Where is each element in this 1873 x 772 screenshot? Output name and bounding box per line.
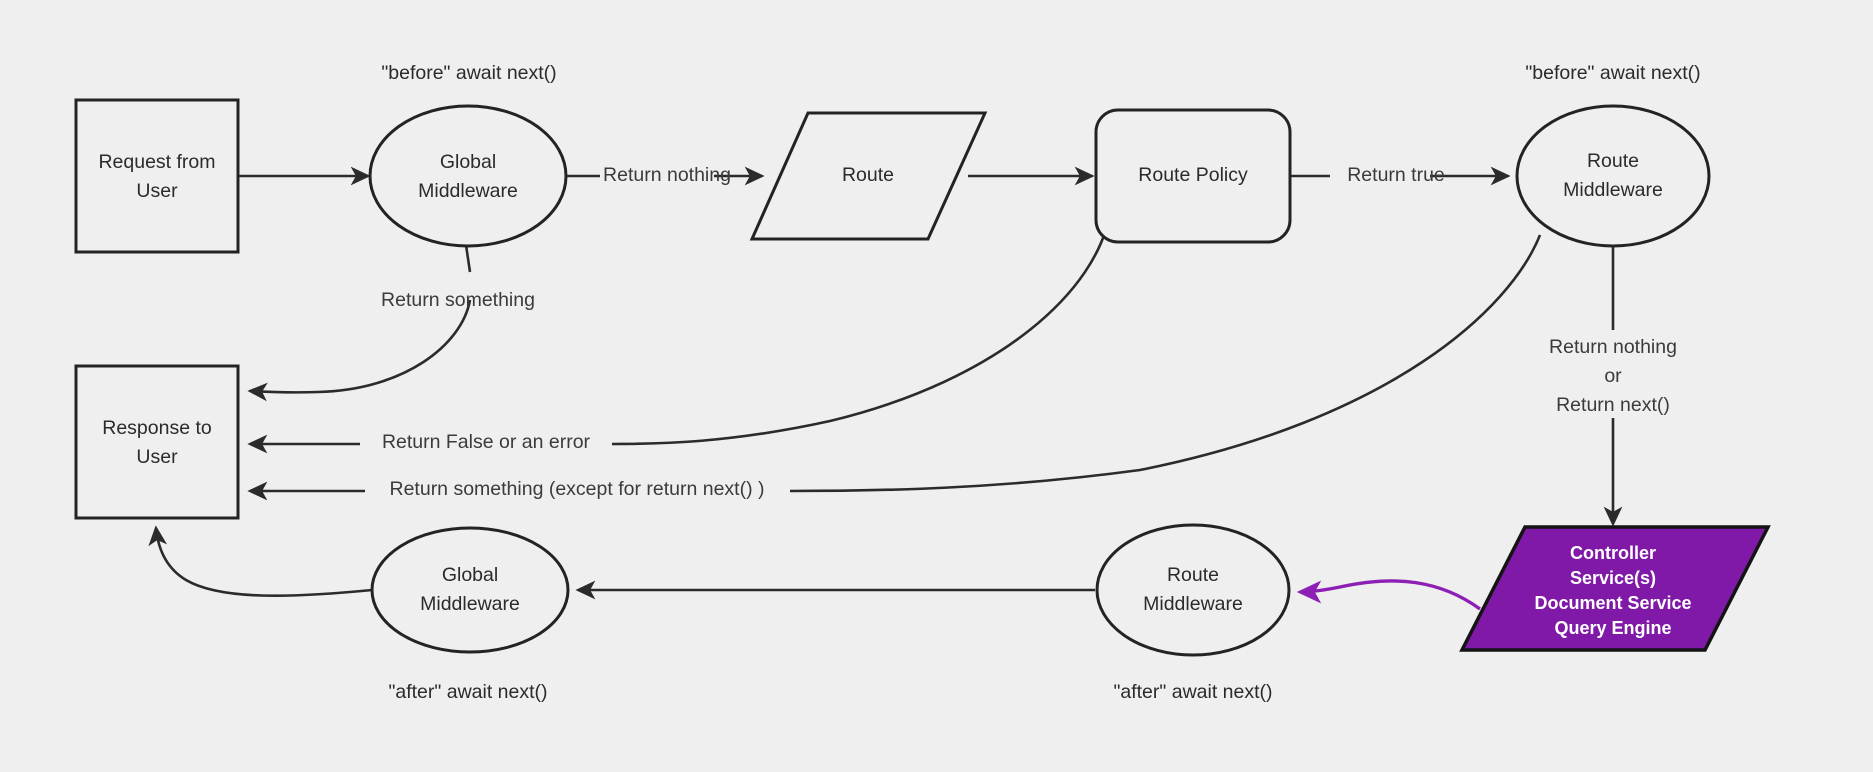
global-middleware-top-ellipse [368,104,568,248]
node-global-middleware-top[interactable]: Global Middleware [368,104,568,248]
edge-global-middleware-stub-down [464,244,472,273]
edge-route-middleware-to-return-something-except [789,234,1542,493]
edge-global-middleware-bottom-to-response [148,525,373,598]
route-policy-label: Route Policy [1138,164,1248,186]
route-middleware-top-label-line1: Route [1587,150,1639,172]
controller-services-line2: Service(s) [1570,568,1656,588]
node-response-to-user[interactable]: Response to User [74,364,240,520]
controller-services-line3: Document Service [1534,593,1691,613]
node-route-middleware-bottom[interactable]: Route Middleware [1095,523,1291,657]
node-global-middleware-bottom[interactable]: Global Middleware [370,526,570,654]
controller-services-parallelogram [1459,525,1771,652]
node-request-from-user[interactable]: Request from User [74,98,240,254]
global-middleware-top-label-line2: Middleware [418,180,518,202]
edge-label-return-nothing-or-next-line1: Return nothing [1549,336,1677,358]
node-route-policy[interactable]: Route Policy [1094,108,1292,244]
request-from-user-label-line1: Request from [98,151,215,173]
response-to-user-rect [74,364,240,520]
global-middleware-top-label-line1: Global [440,151,496,173]
route-middleware-bottom-ellipse [1095,523,1291,657]
route-parallelogram [749,111,988,241]
edge-label-return-true: Return true [1347,164,1445,186]
node-route[interactable]: Route [749,111,988,241]
controller-services-line4: Query Engine [1554,618,1671,638]
request-from-user-rect [74,98,240,254]
edge-label-return-nothing-or-next-line3: Return next() [1556,394,1670,416]
response-to-user-label-line2: User [136,446,178,468]
edge-label-return-false-or-error: Return False or an error [382,431,591,453]
global-middleware-bottom-ellipse [370,526,570,654]
route-middleware-top-label-line2: Middleware [1563,179,1663,201]
edge-controller-to-route-middleware-bottom [1296,579,1481,611]
route-middleware-top-ellipse [1515,104,1711,248]
edge-route-policy-to-return-false [611,211,1112,446]
edge-return-something-to-response [247,299,472,402]
edge-label-return-something: Return something [381,289,535,311]
annotation-after-await-next-global: "after" await next() [388,681,547,703]
route-policy-rect [1094,108,1292,244]
edge-label-return-something-except: Return something (except for return next… [390,478,765,500]
controller-services-line1: Controller [1570,543,1656,563]
response-to-user-label-line1: Response to [102,417,212,439]
edge-label-return-nothing: Return nothing [603,164,731,186]
route-middleware-bottom-label-line1: Route [1167,564,1219,586]
node-controller-services[interactable]: Controller Service(s) Document Service Q… [1459,525,1771,652]
edge-label-return-nothing-or-next-line2: or [1604,365,1622,387]
route-label: Route [842,164,894,186]
global-middleware-bottom-label-line1: Global [442,564,498,586]
node-route-middleware-top[interactable]: Route Middleware [1515,104,1711,248]
global-middleware-bottom-label-line2: Middleware [420,593,520,615]
annotation-before-await-next-global: "before" await next() [381,62,556,84]
request-from-user-label-line2: User [136,180,178,202]
annotation-after-await-next-route: "after" await next() [1113,681,1272,703]
annotation-before-await-next-route: "before" await next() [1525,62,1700,84]
route-middleware-bottom-label-line2: Middleware [1143,593,1243,615]
